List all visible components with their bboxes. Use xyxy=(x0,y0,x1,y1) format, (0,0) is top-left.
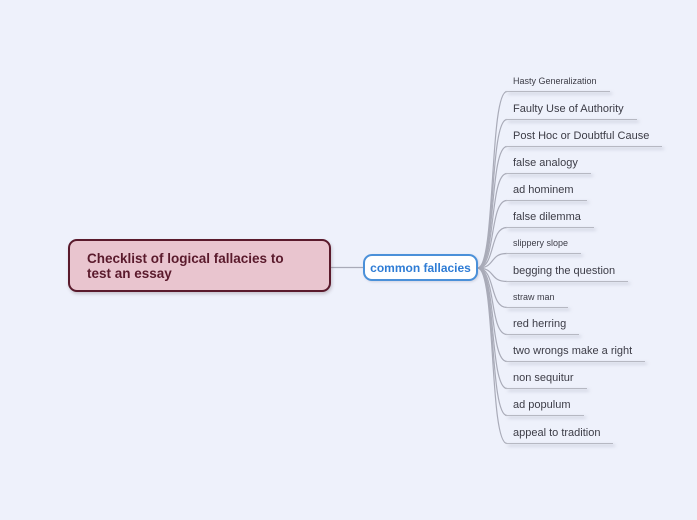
leaf-edge xyxy=(476,145,508,269)
leaf-edge xyxy=(476,267,508,390)
leaf-edge xyxy=(476,226,508,269)
leaf-edge xyxy=(476,172,508,269)
leaf-edge xyxy=(476,267,508,309)
leaf-node[interactable]: Post Hoc or Doubtful Cause xyxy=(506,128,663,147)
leaf-node[interactable]: false analogy xyxy=(506,155,591,174)
hub-node-common-fallacies[interactable]: common fallacies xyxy=(363,254,478,281)
leaf-node[interactable]: appeal to tradition xyxy=(506,425,614,444)
leaf-edge xyxy=(476,267,508,363)
leaf-edge xyxy=(476,267,508,417)
leaf-node[interactable]: ad hominem xyxy=(506,182,587,201)
leaf-edge xyxy=(476,267,508,445)
leaf-node[interactable]: Hasty Generalization xyxy=(506,74,610,92)
leaf-edge xyxy=(476,90,508,269)
leaf-node[interactable]: begging the question xyxy=(506,263,629,282)
leaf-edges xyxy=(476,90,508,445)
leaf-node[interactable]: Faulty Use of Authority xyxy=(506,101,637,120)
leaf-node[interactable]: non sequitur xyxy=(506,370,587,389)
root-node[interactable]: Checklist of logical fallacies to test a… xyxy=(68,239,331,292)
leaf-edge xyxy=(476,199,508,269)
leaf-edge xyxy=(476,267,508,283)
leaf-edge xyxy=(476,252,508,269)
leaf-node[interactable]: straw man xyxy=(506,290,568,308)
root-node-label: Checklist of logical fallacies to test a… xyxy=(87,250,284,281)
leaf-node[interactable]: slippery slope xyxy=(506,236,582,254)
leaf-node[interactable]: two wrongs make a right xyxy=(506,343,646,362)
leaf-node[interactable]: ad populum xyxy=(506,397,583,416)
leaf-node[interactable]: false dilemma xyxy=(506,209,594,228)
leaf-edge xyxy=(476,118,508,269)
leaf-node[interactable]: red herring xyxy=(506,316,580,335)
hub-node-label: common fallacies xyxy=(370,260,471,275)
leaf-edge xyxy=(476,267,508,336)
